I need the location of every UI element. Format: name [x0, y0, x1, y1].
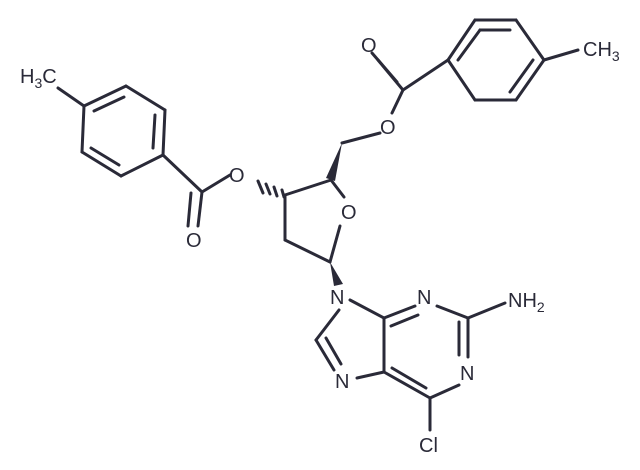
right-methyl-bond — [542, 48, 580, 62]
pyrimidine-ring — [382, 304, 470, 400]
purine-n9: N — [330, 287, 344, 309]
left-ester-bond — [200, 173, 232, 194]
chlorine-atom: Cl — [419, 435, 438, 457]
c1-wedge-bond — [330, 262, 343, 286]
right-carbonyl-double-bond-b — [370, 51, 399, 84]
purine-n3: N — [417, 287, 431, 309]
amino-bond — [466, 301, 507, 320]
purine-n1: N — [460, 363, 474, 385]
c3-hashed-bond — [256, 179, 286, 199]
left-methyl-label: H3C — [20, 66, 57, 91]
right-carbonyl-aryl-bond — [401, 58, 450, 92]
right-ester-bond — [390, 88, 405, 115]
right-methyl-label: CH3 — [583, 39, 620, 64]
left-carbonyl-double-bond-b — [186, 191, 193, 228]
ring-oxygen: O — [341, 202, 357, 224]
left-carbonyl-oxygen: O — [186, 230, 202, 252]
ester-ch2-bond — [340, 131, 382, 145]
left-carbonyl-double-bond-a — [196, 190, 204, 228]
left-methyl-bond — [56, 86, 86, 108]
left-carbonyl-aryl-bond — [161, 153, 204, 194]
deoxyribose-ring — [283, 178, 346, 264]
purine-n7: N — [335, 371, 349, 393]
amino-group: NH2 — [508, 290, 545, 315]
imidazole-ring — [314, 298, 386, 380]
right-carbonyl-oxygen: O — [361, 35, 377, 57]
c4-wedge-bond — [326, 143, 342, 181]
left-tolyl-ring — [80, 84, 167, 178]
left-ester-oxygen: O — [229, 165, 245, 187]
right-tolyl-ring — [446, 18, 546, 102]
right-ester-oxygen: O — [380, 117, 396, 139]
